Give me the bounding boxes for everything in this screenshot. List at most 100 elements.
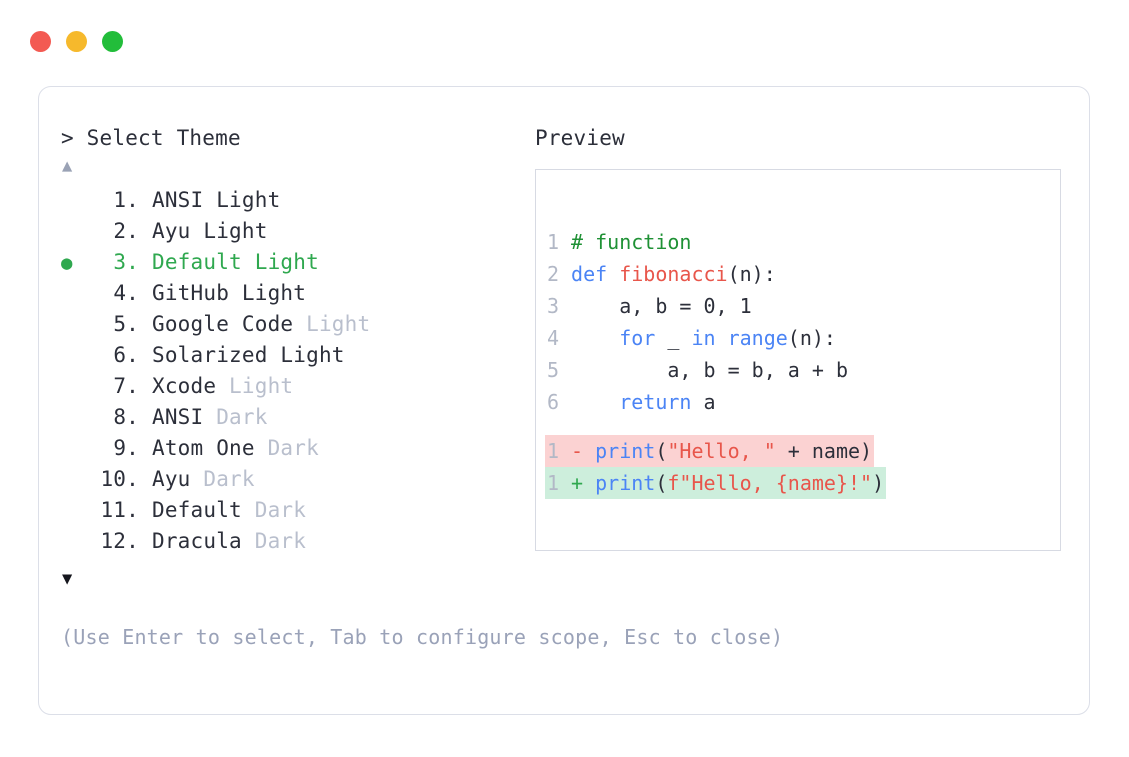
code-line-text bbox=[559, 390, 571, 414]
code-token: + name) bbox=[775, 439, 873, 463]
theme-item-index: 12. bbox=[100, 529, 139, 553]
theme-list-item[interactable]: 11. Default Dark bbox=[61, 495, 531, 526]
theme-item-index: 2. bbox=[113, 219, 139, 243]
theme-list-item[interactable]: ●3.Default Light bbox=[61, 247, 531, 278]
theme-list-item[interactable]: 7. Xcode Light bbox=[61, 371, 531, 402]
line-number: 5 bbox=[546, 358, 559, 382]
code-token: for bbox=[619, 326, 656, 350]
maximize-window-button[interactable] bbox=[102, 31, 123, 52]
theme-item-index: 5. bbox=[113, 312, 139, 336]
diff-line-inner: 1 + print(f"Hello, {name}!") bbox=[545, 467, 887, 499]
code-token: # function bbox=[571, 230, 692, 254]
theme-item-name: Ayu Light bbox=[152, 219, 268, 243]
diff-added-line: 1 + print(f"Hello, {name}!") bbox=[545, 467, 1060, 499]
theme-item-name: Default Light bbox=[152, 250, 319, 274]
theme-item-index: 11. bbox=[100, 498, 139, 522]
code-line-inner: 3 a, b = 0, 1 bbox=[545, 290, 752, 322]
code-line: 2 def fibonacci(n): bbox=[545, 258, 1060, 290]
theme-item-name: Ayu Dark bbox=[152, 467, 255, 491]
line-number: 4 bbox=[546, 326, 559, 350]
theme-item-name: ANSI Light bbox=[152, 188, 281, 212]
diff-block: 1 - print("Hello, " + name)1 + print(f"H… bbox=[545, 435, 1060, 499]
code-line: 3 a, b = 0, 1 bbox=[545, 290, 1060, 322]
code-token: return bbox=[619, 390, 692, 414]
code-token: print bbox=[595, 439, 656, 463]
theme-list-item[interactable]: 5. Google Code Light bbox=[61, 309, 531, 340]
code-token: def bbox=[571, 262, 620, 286]
theme-list-item[interactable]: 1. ANSI Light bbox=[61, 185, 531, 216]
code-token: a bbox=[691, 390, 716, 414]
theme-item-index: 10. bbox=[100, 467, 139, 491]
theme-item-index: 1. bbox=[113, 188, 139, 212]
code-line-text bbox=[559, 294, 571, 318]
diff-sign: + bbox=[559, 471, 596, 495]
code-token: (n): bbox=[787, 326, 836, 350]
line-number: 6 bbox=[546, 390, 559, 414]
code-token: fibonacci bbox=[619, 262, 728, 286]
code-token bbox=[571, 326, 619, 350]
code-line-inner: 5 a, b = b, a + b bbox=[545, 354, 848, 386]
line-number: 1 bbox=[546, 471, 559, 495]
theme-item-variant-suffix: Dark bbox=[241, 529, 307, 553]
theme-item-name: Solarized Light bbox=[152, 343, 345, 367]
code-line-text bbox=[559, 262, 571, 286]
scroll-up-arrow-icon[interactable]: ▲ bbox=[62, 156, 73, 176]
code-line-inner: 1 # function bbox=[545, 226, 692, 258]
theme-item-name: Google Code Light bbox=[152, 312, 371, 336]
code-token: "Hello, " bbox=[667, 439, 776, 463]
theme-item-variant-suffix: Dark bbox=[203, 405, 268, 429]
theme-item-index: 9. bbox=[113, 436, 139, 460]
code-token: a, b = b, a + b bbox=[571, 358, 848, 382]
code-line-inner: 6 return a bbox=[545, 386, 716, 418]
minimize-window-button[interactable] bbox=[66, 31, 87, 52]
theme-list-item[interactable]: 12.Dracula Dark bbox=[61, 526, 531, 557]
theme-selection-column: > Select Theme ▲ 1. ANSI Light 2. Ayu Light… bbox=[61, 123, 784, 651]
code-line: 6 return a bbox=[545, 386, 1060, 418]
code-token: _ bbox=[655, 326, 692, 350]
keyboard-hint-text: (Use Enter to select, Tab to configure s… bbox=[61, 625, 784, 649]
diff-sign: - bbox=[559, 439, 596, 463]
code-token: print bbox=[595, 471, 656, 495]
code-line: 4 for _ in range(n): bbox=[545, 322, 1060, 354]
code-token: ( bbox=[655, 471, 668, 495]
theme-item-variant-suffix: Dark bbox=[254, 436, 319, 460]
close-window-button[interactable] bbox=[30, 31, 51, 52]
theme-list-item[interactable]: 8. ANSI Dark bbox=[61, 402, 531, 433]
code-line: 1 # function bbox=[545, 226, 1060, 258]
theme-item-name: Default Dark bbox=[152, 498, 307, 522]
theme-list-item[interactable]: 10. Ayu Dark bbox=[61, 464, 531, 495]
preview-label: Preview bbox=[535, 126, 625, 150]
code-line-text bbox=[559, 230, 571, 254]
line-number: 3 bbox=[546, 294, 559, 318]
code-line-text bbox=[559, 358, 571, 382]
theme-list-item[interactable]: 4. GitHub Light bbox=[61, 278, 531, 309]
window-titlebar bbox=[30, 31, 123, 52]
theme-item-name: ANSI Dark bbox=[152, 405, 268, 429]
select-theme-prompt: > Select Theme bbox=[61, 126, 241, 150]
theme-item-index: 8. bbox=[113, 405, 139, 429]
code-token: f"Hello, {name}!" bbox=[667, 471, 873, 495]
code-token: (n): bbox=[727, 262, 776, 286]
theme-list-item[interactable]: 9. Atom One Dark bbox=[61, 433, 531, 464]
code-line: 5 a, b = b, a + b bbox=[545, 354, 1060, 386]
diff-line-inner: 1 - print("Hello, " + name) bbox=[545, 435, 875, 467]
theme-picker-panel: > Select Theme ▲ 1. ANSI Light 2. Ayu Light… bbox=[38, 86, 1090, 715]
theme-list-item[interactable]: 6.Solarized Light bbox=[61, 340, 531, 371]
theme-item-index: 4. bbox=[113, 281, 139, 305]
theme-item-name: Xcode Light bbox=[152, 374, 294, 398]
line-number: 2 bbox=[546, 262, 559, 286]
code-token: ( bbox=[655, 439, 668, 463]
theme-item-variant-suffix: Light bbox=[293, 312, 371, 336]
code-line-inner: 2 def fibonacci(n): bbox=[545, 258, 776, 290]
line-number: 1 bbox=[546, 439, 559, 463]
theme-list-item[interactable]: 2. Ayu Light bbox=[61, 216, 531, 247]
scroll-down-arrow-icon[interactable]: ▼ bbox=[62, 569, 73, 589]
theme-item-name: Atom One Dark bbox=[152, 436, 319, 460]
theme-item-name: GitHub Light bbox=[152, 281, 307, 305]
code-token: ) bbox=[872, 471, 885, 495]
selected-bullet-icon: ● bbox=[61, 252, 73, 274]
theme-item-index: 7. bbox=[113, 374, 139, 398]
